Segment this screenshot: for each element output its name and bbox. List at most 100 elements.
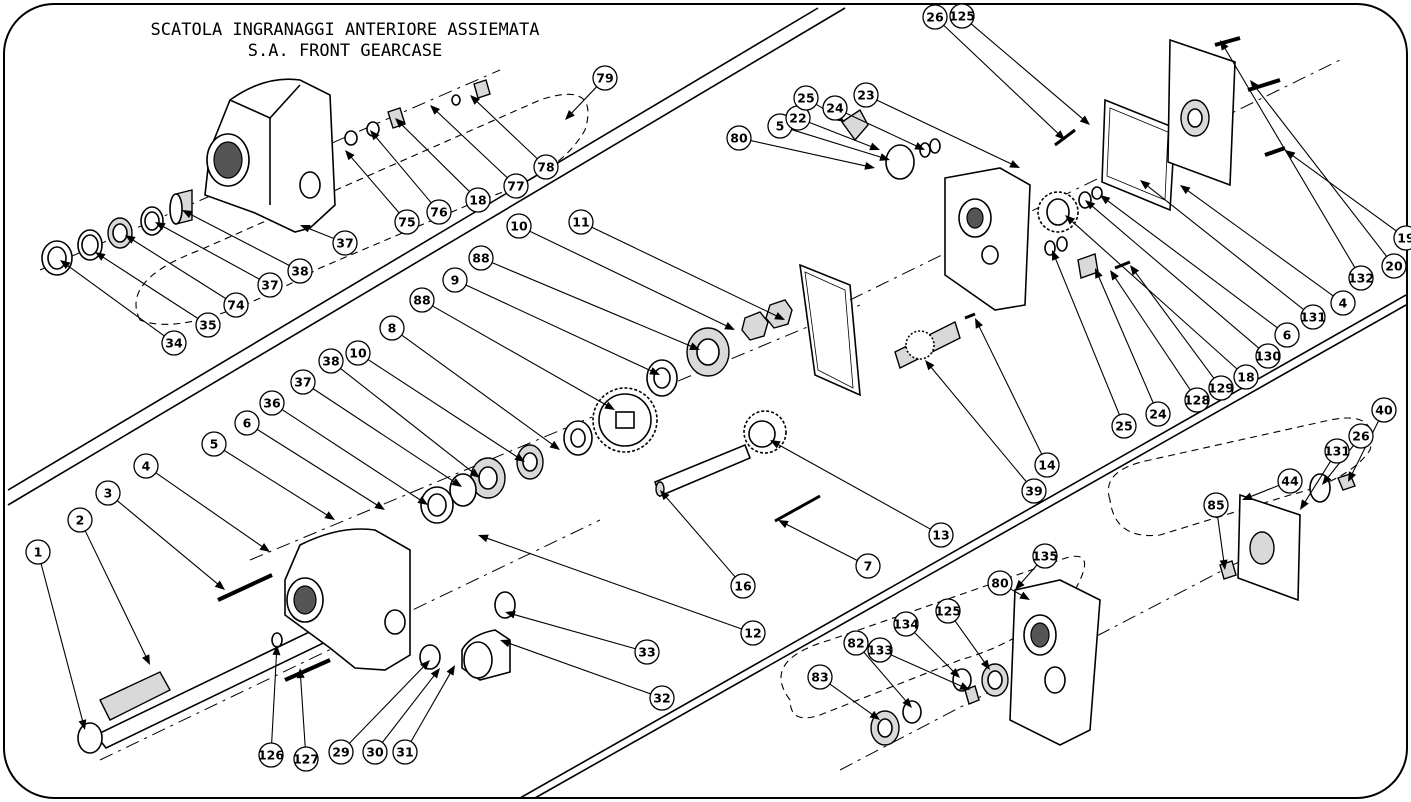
callout-number-11: 11 xyxy=(572,215,589,230)
upper-right-housing xyxy=(841,36,1341,311)
leader-lines xyxy=(40,23,1397,748)
leader-line-77 xyxy=(435,110,508,179)
leader-line-13 xyxy=(776,443,931,530)
callout-bubble-20 xyxy=(1381,253,1407,279)
leader-line-132 xyxy=(1223,46,1356,268)
o-ring-1 xyxy=(77,722,103,754)
callout-number-32: 32 xyxy=(653,691,670,706)
callout-number-75: 75 xyxy=(398,215,415,230)
leader-line-129 xyxy=(1134,271,1215,379)
leader-line-34 xyxy=(66,264,165,337)
callout-number-77: 77 xyxy=(507,179,524,194)
leader-arrowhead-25 xyxy=(1052,250,1060,261)
shim-38 xyxy=(449,473,477,507)
callout-bubble-6 xyxy=(1274,322,1300,348)
callout-bubble-131 xyxy=(1324,438,1350,464)
callout-number-88: 88 xyxy=(413,293,430,308)
callout-bubble-78 xyxy=(533,154,559,180)
leader-arrowhead-4 xyxy=(1180,185,1191,195)
callout-bubble-7 xyxy=(855,553,881,579)
callout-bubble-127 xyxy=(293,746,319,772)
callout-number-38: 38 xyxy=(291,264,308,279)
leader-line-125 xyxy=(970,23,1085,121)
callout-bubble-10 xyxy=(506,213,532,239)
callout-bubble-19 xyxy=(1393,225,1411,251)
callout-number-40: 40 xyxy=(1375,403,1393,418)
callout-bubble-35 xyxy=(195,312,221,338)
leader-line-127 xyxy=(299,675,306,748)
leader-arrowhead-14 xyxy=(975,318,983,329)
callout-bubble-18 xyxy=(1233,364,1259,390)
callout-bubble-37 xyxy=(332,230,358,256)
callout-bubble-85 xyxy=(1203,492,1229,518)
callout-bubble-12 xyxy=(740,620,766,646)
leader-arrowhead-40 xyxy=(1348,471,1357,482)
leader-arrowhead-80 xyxy=(864,161,875,170)
callout-number-131: 131 xyxy=(1300,310,1326,325)
callout-number-6: 6 xyxy=(1283,328,1292,343)
leader-arrowhead-18 xyxy=(395,118,405,128)
leader-arrowhead-10 xyxy=(514,453,525,462)
leader-arrowhead-44 xyxy=(1242,492,1253,501)
callout-number-14: 14 xyxy=(1038,458,1056,473)
callout-number-4: 4 xyxy=(1339,296,1348,311)
kit-outline-125 xyxy=(780,555,1085,719)
leader-arrowhead-39 xyxy=(925,360,935,371)
bolt-3 xyxy=(217,573,273,602)
leader-line-133 xyxy=(890,654,963,688)
leader-line-11 xyxy=(591,226,779,318)
callout-number-26: 26 xyxy=(1352,429,1370,444)
callout-number-26: 26 xyxy=(926,10,944,25)
callout-number-34: 34 xyxy=(165,336,183,351)
leader-arrowhead-76 xyxy=(370,130,380,141)
leader-line-38 xyxy=(188,213,290,266)
callout-number-83: 83 xyxy=(811,670,828,685)
housing-134 xyxy=(1009,579,1101,746)
leader-arrowhead-134 xyxy=(950,668,960,678)
callout-number-37: 37 xyxy=(261,278,278,293)
callout-bubble-39 xyxy=(1021,478,1047,504)
callout-number-79: 79 xyxy=(596,71,613,86)
callout-bubble-133 xyxy=(867,637,893,663)
callout-bubble-37 xyxy=(290,369,316,395)
callout-bubble-88 xyxy=(468,245,494,271)
leader-arrowhead-133 xyxy=(959,682,970,690)
callout-number-19: 19 xyxy=(1397,231,1411,246)
leader-line-6 xyxy=(256,428,379,507)
callout-number-24: 24 xyxy=(1149,407,1167,422)
leader-line-26 xyxy=(943,24,1060,135)
callout-bubble-77 xyxy=(503,173,529,199)
leader-line-134 xyxy=(914,632,955,673)
callout-number-134: 134 xyxy=(893,617,919,632)
leader-line-85 xyxy=(1217,516,1225,563)
callout-number-31: 31 xyxy=(396,745,413,760)
leader-arrowhead-9 xyxy=(649,367,660,375)
callout-number-37: 37 xyxy=(294,375,311,390)
callout-number-16: 16 xyxy=(734,579,752,594)
callout-number-9: 9 xyxy=(451,273,460,288)
leader-line-2 xyxy=(84,530,148,659)
callout-bubble-29 xyxy=(328,739,354,765)
leader-line-131 xyxy=(1145,184,1304,310)
leader-arrowhead-26 xyxy=(1054,130,1065,140)
callout-number-76: 76 xyxy=(430,205,448,220)
leader-arrowhead-30 xyxy=(430,668,440,679)
callout-number-13: 13 xyxy=(932,528,949,543)
washer-82 xyxy=(902,700,922,724)
callout-number-2: 2 xyxy=(76,513,85,528)
callout-number-38: 38 xyxy=(322,354,339,369)
leader-arrowhead-85 xyxy=(1219,559,1228,570)
leader-line-79 xyxy=(570,86,598,115)
leader-line-4 xyxy=(155,472,264,548)
callout-bubble-31 xyxy=(392,739,418,765)
leader-line-16 xyxy=(664,495,736,578)
ring-29 xyxy=(271,632,283,648)
leader-line-12 xyxy=(485,537,742,630)
leader-arrowhead-38 xyxy=(469,468,480,478)
callout-number-36: 36 xyxy=(263,396,281,411)
callout-number-24: 24 xyxy=(826,101,844,116)
shaft-13 xyxy=(653,443,752,498)
leader-arrowhead-88 xyxy=(604,401,615,410)
leader-arrowhead-126 xyxy=(272,645,281,656)
leader-arrowhead-38 xyxy=(182,210,193,219)
